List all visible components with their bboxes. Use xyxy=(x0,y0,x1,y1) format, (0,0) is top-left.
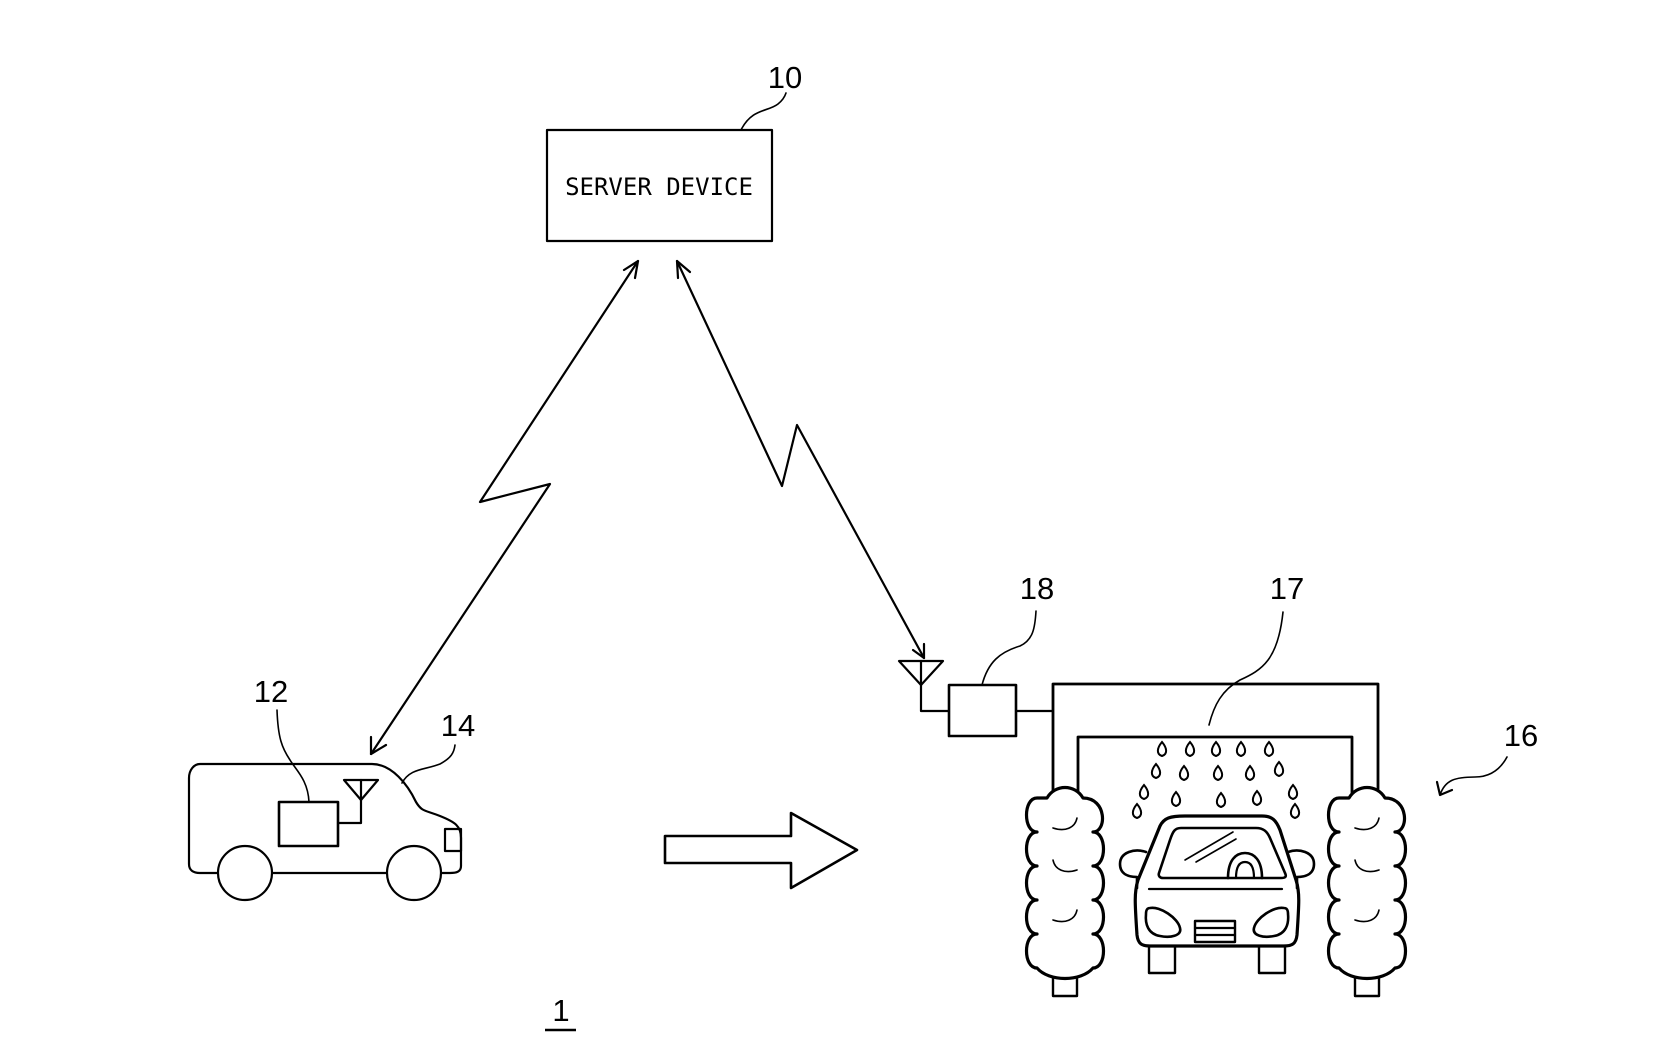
water-drop xyxy=(1138,783,1150,801)
water-drop xyxy=(1215,791,1227,809)
arrowhead-up-right xyxy=(675,259,692,280)
brush-detail xyxy=(1052,859,1078,873)
system-ref-label: 1 xyxy=(552,993,569,1028)
car-grille xyxy=(1193,919,1237,944)
wireless-link-vehicle xyxy=(369,259,640,756)
left-brush xyxy=(1024,785,1106,998)
vehicle-rear-wheel xyxy=(216,844,274,902)
water-drop xyxy=(1184,740,1196,758)
windshield-glare-2 xyxy=(1195,838,1237,863)
brush-detail xyxy=(1354,909,1380,923)
brush-body xyxy=(1326,785,1408,980)
controller-leader xyxy=(981,610,1037,686)
brush-detail xyxy=(1052,909,1078,923)
water-drop xyxy=(1251,789,1263,807)
brush-detail xyxy=(1354,859,1380,873)
link-zigzag-left xyxy=(369,259,640,756)
water-drop xyxy=(1287,783,1299,801)
carwash-leader xyxy=(1439,756,1508,796)
water-drop xyxy=(1210,740,1222,758)
car-left-mirror xyxy=(1118,849,1148,890)
server-box xyxy=(545,128,774,243)
vehicle-leader xyxy=(401,744,456,784)
vehicle-ref-label: 14 xyxy=(441,708,475,743)
carwash-gantry: 17 xyxy=(1051,571,1380,802)
vehicle-headlight xyxy=(443,827,463,853)
car-right-headlight xyxy=(1252,906,1290,939)
vehicle: 12 14 xyxy=(187,674,475,902)
car-windshield xyxy=(1157,826,1288,880)
server-label: SERVER DEVICE xyxy=(565,173,753,201)
water-drop xyxy=(1150,762,1162,780)
brush-detail xyxy=(1052,817,1078,831)
vehicle-front-wheel xyxy=(385,844,443,902)
onboard-unit-connector xyxy=(336,798,363,825)
controller-ref-label: 18 xyxy=(1020,571,1054,606)
antenna-connector xyxy=(919,683,951,713)
water-drop xyxy=(1289,802,1301,820)
onboard-unit-box xyxy=(277,800,340,848)
movement-arrow xyxy=(663,811,859,890)
water-drop xyxy=(1131,802,1143,820)
server-ref-label: 10 xyxy=(768,60,802,95)
car-seat-inner xyxy=(1234,860,1256,880)
carwash-leader-arrowhead xyxy=(1435,780,1454,797)
arrowhead-up-left xyxy=(622,259,640,280)
water-drop xyxy=(1212,764,1224,782)
gantry-leader xyxy=(1208,611,1284,726)
server-device: SERVER DEVICE 10 xyxy=(545,60,802,243)
washed-car xyxy=(1118,814,1316,975)
link-zigzag-right xyxy=(675,259,926,660)
brush-body xyxy=(1024,785,1106,980)
gantry-ref-label: 17 xyxy=(1270,571,1304,606)
brush-detail xyxy=(1354,817,1380,831)
car-seat-headrest xyxy=(1226,851,1264,880)
server-leader-line xyxy=(740,92,787,131)
water-spray xyxy=(1131,740,1301,820)
water-drop xyxy=(1263,740,1275,758)
car-left-headlight xyxy=(1144,906,1182,939)
water-drop xyxy=(1178,764,1190,782)
controller-box xyxy=(947,683,1018,738)
right-brush xyxy=(1326,785,1408,998)
water-drop xyxy=(1156,740,1168,758)
onboard-unit-ref-label: 12 xyxy=(254,674,288,709)
onboard-unit-leader xyxy=(276,709,310,803)
water-drop xyxy=(1170,790,1182,808)
water-drop xyxy=(1244,764,1256,782)
carwash-controller: 18 xyxy=(897,571,1054,738)
windshield-glare-1 xyxy=(1184,831,1234,861)
carwash-ref: 16 xyxy=(1435,718,1538,797)
arrowhead-down-vehicle xyxy=(369,735,388,756)
carwash-ref-label: 16 xyxy=(1504,718,1538,753)
arrowhead-down-antenna xyxy=(911,642,926,660)
water-drop xyxy=(1273,760,1285,778)
wireless-link-carwash xyxy=(675,259,926,660)
water-drop xyxy=(1235,740,1247,758)
car-right-mirror xyxy=(1286,849,1316,890)
